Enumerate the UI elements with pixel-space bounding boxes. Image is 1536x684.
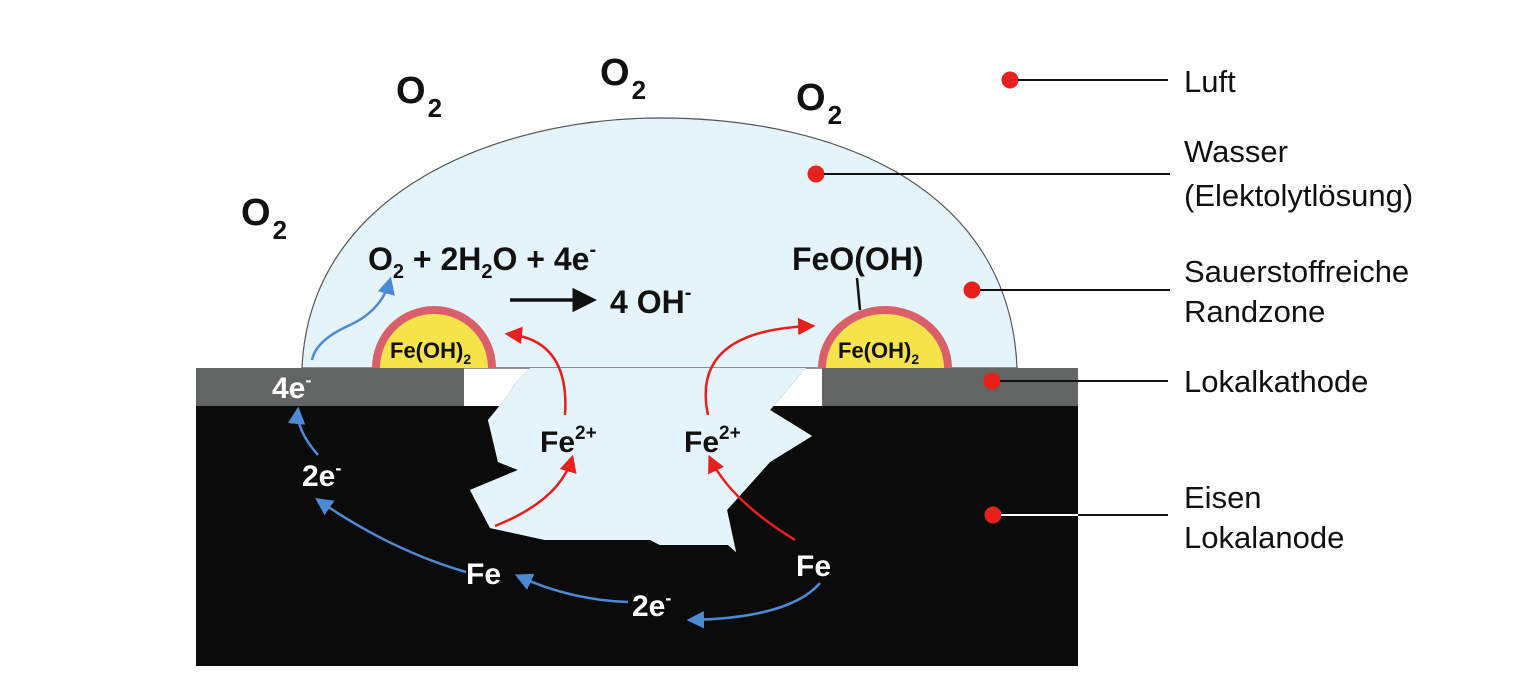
red-arrow-right-upper [704, 317, 816, 416]
electron-label-4e: 4e- [272, 370, 311, 405]
legend-eisen-sub: Lokalanode [1184, 520, 1344, 555]
legend-randzone: Sauerstoffreiche [1184, 254, 1409, 289]
red-arrow-left-lower [494, 454, 577, 528]
legend-dot-eisen [984, 506, 1002, 524]
rust-dome-right-inner [826, 314, 944, 368]
iron-hydroxide-label-right: Fe(OH)2 [838, 338, 919, 367]
legend-luft: Luft [1184, 64, 1236, 99]
reaction-equation-line2: 4 OH- [610, 282, 691, 320]
iron-atom-label-right: Fe [796, 550, 831, 583]
blue-arrow-left-up [287, 406, 319, 456]
legend-dot-luft [1001, 71, 1019, 89]
electron-label-2e-left: 2e- [302, 458, 341, 493]
legend-kathode: Lokalkathode [1184, 364, 1368, 399]
cathode-layer-left [196, 368, 464, 406]
electron-label-2e-bottom: 2e- [632, 588, 671, 623]
blue-arrow-left-rise [315, 498, 467, 574]
cathode-layer-right [822, 368, 1078, 406]
oxygen-molecule: O2 [241, 192, 287, 245]
water-droplet [301, 117, 1018, 369]
pit-water [464, 368, 822, 552]
oxygen-molecule: O2 [396, 70, 442, 123]
legend-randzone-sub: Randzone [1184, 294, 1325, 329]
legend-dot-wasser [807, 165, 825, 183]
oxygen-molecule: O2 [796, 77, 842, 130]
legend-dot-kathode [983, 372, 1001, 390]
legend-wasser: Wasser [1184, 134, 1288, 169]
feooh-leader [855, 277, 862, 311]
iron-hydroxide-label-left: Fe(OH)2 [390, 338, 471, 367]
iron-atom-label-left: Fe [466, 558, 501, 591]
red-arrow-left-upper [504, 326, 567, 416]
oxygen-molecule: O2 [600, 52, 646, 105]
iron-ion-label-left: Fe2+ [540, 423, 597, 459]
red-arrow-right-lower [708, 454, 796, 542]
legend-dot-randzone [963, 281, 981, 299]
blue-arrow-bottom-left [514, 573, 629, 604]
iron-ion-label-right: Fe2+ [684, 423, 741, 459]
feooh-label: FeO(OH) [792, 241, 924, 277]
rust-dome-left-inner [380, 314, 488, 368]
legend-wasser-sub: (Elektolytlösung) [1184, 178, 1413, 213]
blue-arrow-bottom-right [686, 582, 821, 629]
blue-arrow-to-surface [310, 276, 395, 361]
iron-block [196, 368, 1078, 666]
legend-eisen: Eisen [1184, 480, 1262, 515]
reaction-equation-line1: O2 + 2H2O + 4e- [368, 239, 596, 283]
